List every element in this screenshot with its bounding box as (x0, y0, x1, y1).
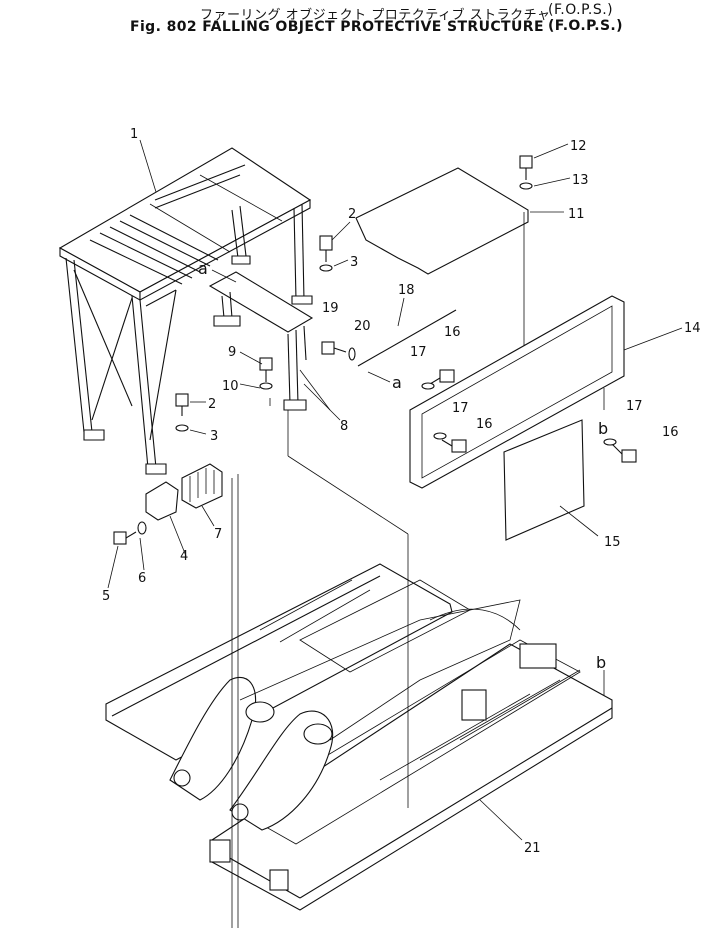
callout-14: 14 (684, 321, 701, 336)
revolving-frame (105, 563, 613, 911)
callout-16c: 16 (662, 425, 679, 440)
brackets (145, 463, 223, 521)
fops-guard-frame (58, 147, 313, 475)
ref-b-upper: b (598, 419, 608, 438)
callout-21: 21 (524, 841, 541, 856)
callout-19: 19 (322, 301, 339, 316)
callout-labels: 1 2 3 2 3 4 5 6 7 8 9 10 11 12 13 14 15 … (102, 127, 701, 856)
ref-b-lower: b (596, 653, 606, 672)
callout-3b: 3 (210, 429, 218, 444)
callout-17c: 17 (626, 399, 643, 414)
callout-17a: 17 (410, 345, 427, 360)
title-english: Fig. 802 FALLING OBJECT PROTECTIVE STRUC… (130, 19, 544, 35)
support-frame (208, 271, 331, 411)
ref-a-lower: a (392, 373, 402, 392)
callout-1: 1 (130, 127, 138, 142)
callout-10: 10 (222, 379, 239, 394)
callout-8: 8 (340, 419, 348, 434)
ref-a-upper: a (198, 259, 208, 278)
callout-13: 13 (572, 173, 589, 188)
callout-16a: 16 (444, 325, 461, 340)
guard-grid-slats (89, 164, 283, 285)
callout-11: 11 (568, 207, 585, 222)
bolts-and-washers (113, 155, 637, 545)
callout-20: 20 (354, 319, 371, 334)
title-english-code: (F.O.P.S.) (548, 18, 623, 34)
callout-9: 9 (228, 345, 236, 360)
callout-12: 12 (570, 139, 587, 154)
title-japanese: ファーリング オブジェクト プロテクティブ ストラクチャ (200, 8, 551, 23)
callout-2a: 2 (348, 207, 356, 222)
guard-legs (65, 203, 313, 475)
callout-15: 15 (604, 535, 621, 550)
leader-lines (107, 139, 683, 928)
callout-2b: 2 (208, 397, 216, 412)
panel-sheet (503, 419, 585, 541)
callout-7: 7 (214, 527, 222, 542)
callout-18: 18 (398, 283, 415, 298)
callout-16b: 16 (476, 417, 493, 432)
title-japanese-code: (F.O.P.S.) (548, 2, 614, 18)
callout-5: 5 (102, 589, 110, 604)
callout-17b: 17 (452, 401, 469, 416)
cover-plate (355, 167, 529, 350)
callout-4: 4 (180, 549, 188, 564)
callout-3a: 3 (350, 255, 358, 270)
callout-6: 6 (138, 571, 146, 586)
rod (357, 309, 457, 367)
reference-marks: a a b b (198, 259, 608, 672)
